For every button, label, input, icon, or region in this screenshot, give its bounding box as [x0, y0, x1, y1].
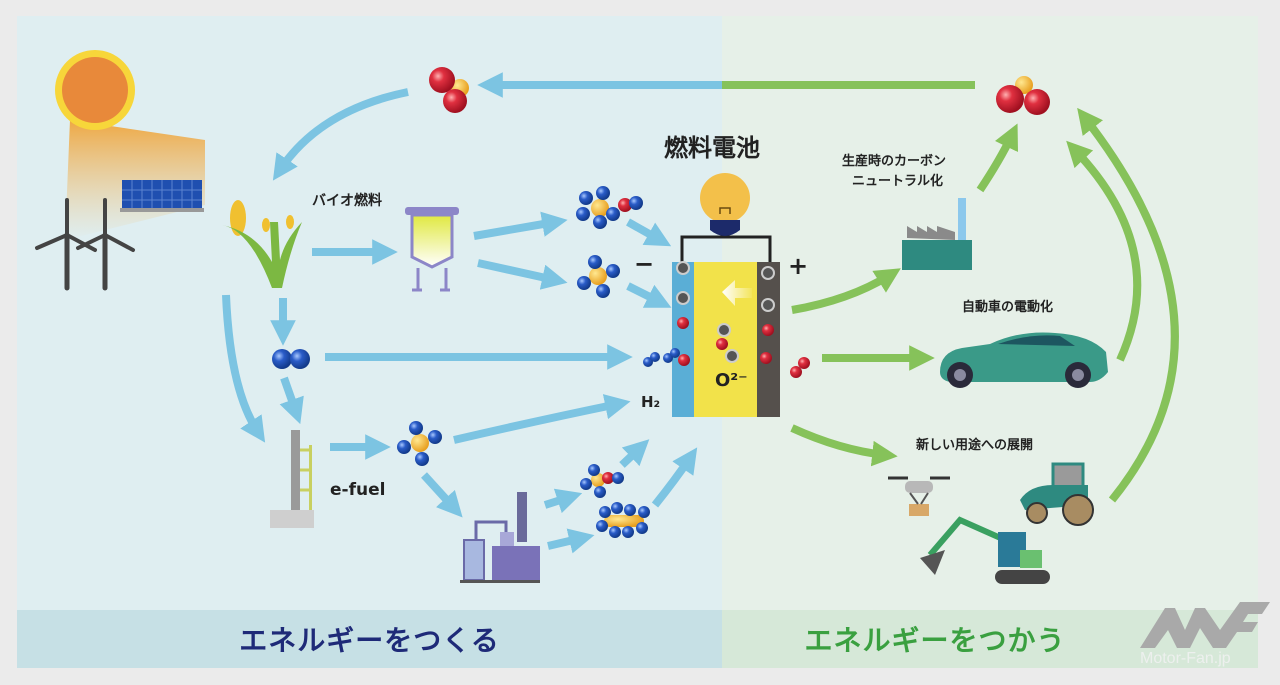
light-bulb-icon [700, 173, 750, 236]
use-flow-arrows [790, 107, 1179, 503]
produce-section-band: エネルギーをつくる [17, 610, 722, 668]
corn-plant-icon [222, 200, 302, 288]
new-uses-label: 新しい用途への展開 [916, 438, 1034, 453]
methane-molecule-icon [397, 421, 442, 466]
wind-turbine-icon [35, 198, 135, 291]
solar-panel-icon [120, 180, 204, 212]
produce-section-label: エネルギーをつくる [239, 624, 500, 657]
factory-icon [902, 198, 972, 270]
co2-molecule-icon [429, 67, 469, 113]
carbon-neutral-label-line1: 生産時のカーボン [842, 154, 947, 169]
biofuel-molecule-icon [576, 186, 643, 229]
carbon-neutral-label-line2: ニュートラル化 [852, 174, 944, 189]
ev-label: 自動車の電動化 [962, 300, 1054, 315]
tractor-icon [1020, 462, 1094, 526]
watermark-text: Motor-Fan.jp [1140, 650, 1231, 667]
oxide-ion-label: O²⁻ [715, 370, 748, 391]
use-panel [722, 16, 1258, 610]
fuel-cell-icon [643, 235, 780, 417]
anode-minus-label: − [634, 250, 655, 278]
synthesis-tower-icon [270, 430, 314, 528]
mf-logo-icon [1140, 602, 1270, 648]
bioreactor-tank-icon [405, 207, 459, 292]
hydrogen-molecule-icon [272, 349, 310, 369]
methane-molecule-icon [577, 255, 620, 298]
produce-flow-arrows [222, 211, 698, 554]
cathode-plus-label: + [788, 252, 809, 280]
excavator-icon [920, 516, 1050, 584]
oxygen-molecule-icon [790, 357, 810, 378]
fuel-cell-title: 燃料電池 [664, 134, 760, 162]
h2-label: H₂ [641, 393, 661, 411]
co2-molecule-icon [996, 76, 1050, 115]
use-section-label: エネルギーをつかう [804, 624, 1066, 657]
electric-car-icon [940, 332, 1108, 388]
biofuel-label: バイオ燃料 [312, 193, 382, 209]
efuel-molecule-icon [580, 464, 624, 498]
efuel-molecule-icon [596, 502, 650, 538]
co2-to-corn-arrow [272, 88, 409, 181]
refinery-icon [460, 492, 540, 583]
drone-icon [888, 476, 950, 516]
use-section-band: エネルギーをつかう [722, 610, 1258, 668]
efuel-label: e-fuel [330, 480, 386, 500]
